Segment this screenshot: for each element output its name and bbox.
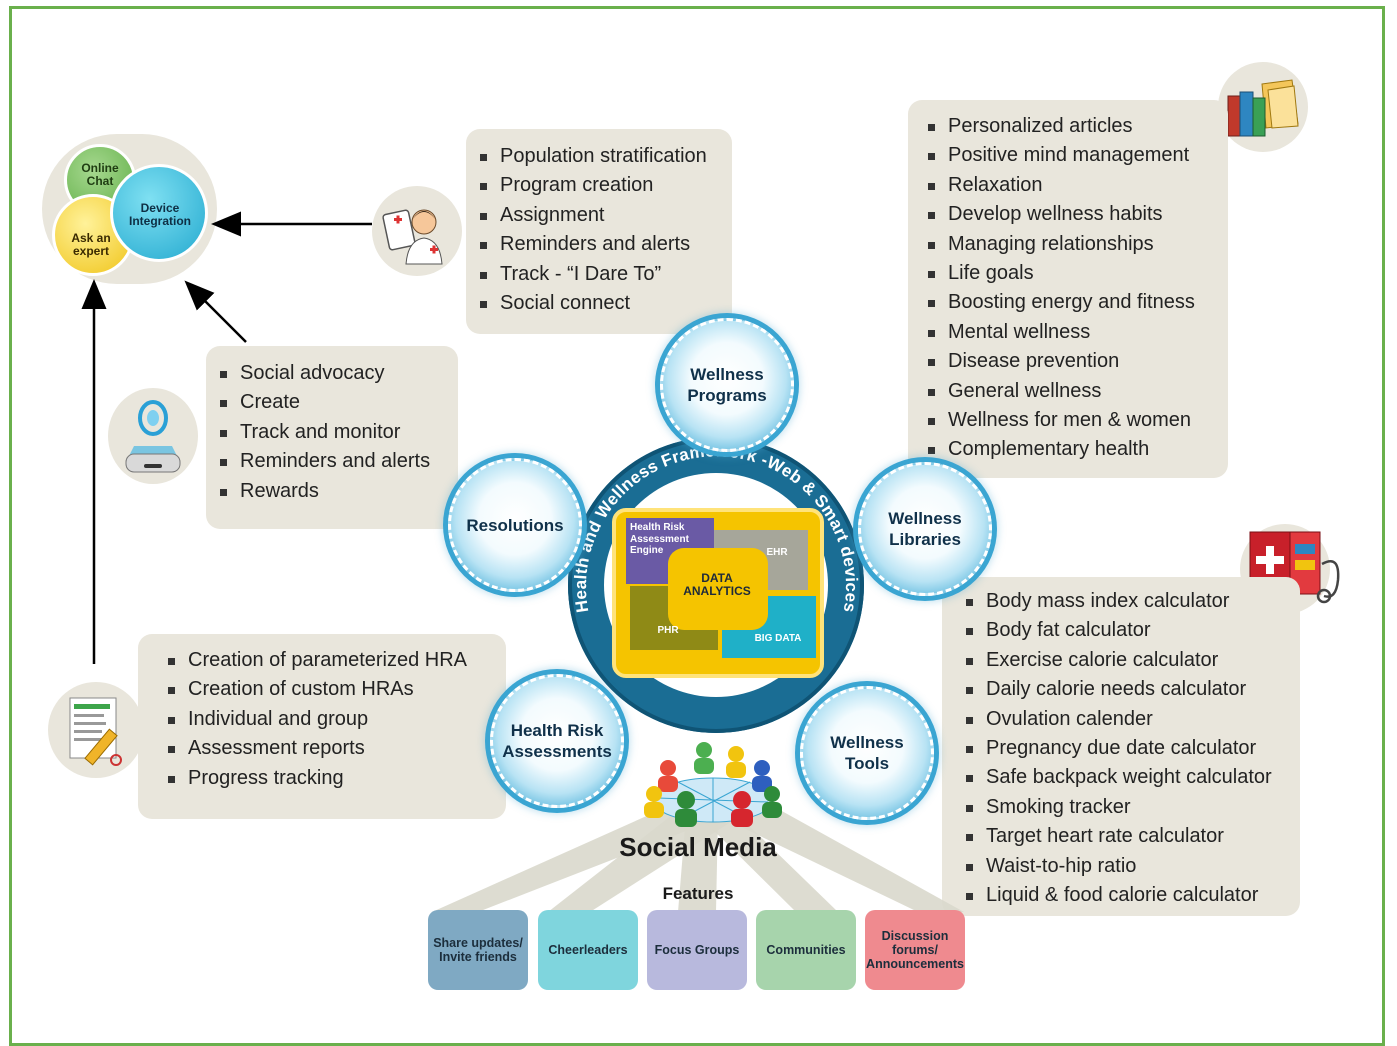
- core-analytics-label: DATA ANALYTICS: [683, 571, 751, 598]
- programs-list-item: Population stratification: [478, 142, 732, 171]
- libraries-list-item: Personalized articles: [926, 112, 1228, 141]
- libraries-list-item: Boosting energy and fitness: [926, 288, 1228, 317]
- features-label: Features: [662, 884, 734, 903]
- hra-list-item: Creation of parameterized HRA: [166, 646, 506, 675]
- tools-list-item: Target heart rate calculator: [964, 822, 1300, 851]
- feature-communities: Communities: [756, 910, 856, 990]
- bubble-health-risk-assessments[interactable]: Health Risk Assessments: [490, 674, 624, 808]
- device-integration-circle: [110, 164, 208, 262]
- tools-list-item: Daily calorie needs calculator: [964, 675, 1300, 704]
- resolutions-list-item: Rewards: [218, 477, 458, 506]
- hra-list-item: Assessment reports: [166, 734, 506, 763]
- programs-list-item: Social connect: [478, 289, 732, 318]
- libraries-list-item: Relaxation: [926, 171, 1228, 200]
- bubble-wellness-programs-label: Wellness Programs: [687, 365, 767, 405]
- libraries-list-item: Managing relationships: [926, 230, 1228, 259]
- doctor-icon: [372, 186, 462, 276]
- resolutions-list-item: Reminders and alerts: [218, 447, 458, 476]
- bubble-resolutions[interactable]: Resolutions: [448, 458, 582, 592]
- core-big-data-label: BIG DATA: [754, 633, 802, 644]
- libraries-list-item: General wellness: [926, 377, 1228, 406]
- tools-list-item: Exercise calorie calculator: [964, 646, 1300, 675]
- libraries-list-item: Life goals: [926, 259, 1228, 288]
- libraries-list-item: Positive mind management: [926, 141, 1228, 170]
- tools-list-item: Body mass index calculator: [964, 587, 1300, 616]
- programs-list-item: Track - “I Dare To”: [478, 260, 732, 289]
- bubble-wellness-programs[interactable]: Wellness Programs: [660, 318, 794, 452]
- resolutions-list-item: Create: [218, 388, 458, 417]
- arrow-resolutions-to-device: [184, 280, 247, 343]
- feature-cheerleaders: Cheerleaders: [538, 910, 638, 990]
- feature-discussion-forums: Discussion forums/ Announcements: [865, 910, 965, 990]
- core-phr-label: PHR: [657, 625, 679, 636]
- bubble-resolutions-label: Resolutions: [466, 515, 564, 535]
- hra-list-item: Creation of custom HRAs: [166, 675, 506, 704]
- device-integration-label: Device Integration: [129, 201, 191, 228]
- feature-focus-groups: Focus Groups: [647, 910, 747, 990]
- people-network-icon: [638, 738, 788, 833]
- core-hra-label: Health Risk Assessment Engine: [630, 522, 689, 556]
- libraries-list-item: Wellness for men & women: [926, 406, 1228, 435]
- resolutions-list-item: Track and monitor: [218, 418, 458, 447]
- online-chat-label: Online Chat: [81, 161, 119, 188]
- scanner-device-icon: [108, 388, 198, 484]
- libraries-list-item: Mental wellness: [926, 318, 1228, 347]
- programs-list-item: Program creation: [478, 171, 732, 200]
- tools-list-item: Pregnancy due date calculator: [964, 734, 1300, 763]
- bubble-hra-label: Health Risk Assessments: [502, 721, 612, 761]
- libraries-list-item: Complementary health: [926, 435, 1228, 464]
- bubble-wellness-tools-label: Wellness Tools: [830, 733, 904, 773]
- tools-list-item: Safe backpack weight calculator: [964, 763, 1300, 792]
- bubble-wellness-tools[interactable]: Wellness Tools: [800, 686, 934, 820]
- tools-list-item: Liquid & food calorie calculator: [964, 881, 1300, 910]
- tools-list-item: Body fat calculator: [964, 616, 1300, 645]
- core-ehr-label: EHR: [766, 547, 788, 558]
- books-folder-icon: [1218, 62, 1308, 152]
- bubble-wellness-libraries[interactable]: Wellness Libraries: [858, 462, 992, 596]
- resolutions-list-item: Social advocacy: [218, 359, 458, 388]
- tools-list-item: Waist-to-hip ratio: [964, 852, 1300, 881]
- bubble-wellness-libraries-label: Wellness Libraries: [888, 509, 962, 549]
- tools-list-item: Smoking tracker: [964, 793, 1300, 822]
- core-center: [668, 548, 768, 630]
- programs-list-item: Reminders and alerts: [478, 230, 732, 259]
- programs-list-item: Assignment: [478, 201, 732, 230]
- feature-share-updates: Share updates/ Invite friends: [428, 910, 528, 990]
- libraries-list-item: Develop wellness habits: [926, 200, 1228, 229]
- hra-list-item: Progress tracking: [166, 764, 506, 793]
- checklist-pencil-icon: [48, 682, 144, 778]
- hra-list-item: Individual and group: [166, 705, 506, 734]
- social-media-title: Social Media: [619, 832, 777, 862]
- ask-expert-label: Ask an expert: [71, 231, 111, 258]
- tools-list-item: Ovulation calender: [964, 705, 1300, 734]
- libraries-list-item: Disease prevention: [926, 347, 1228, 376]
